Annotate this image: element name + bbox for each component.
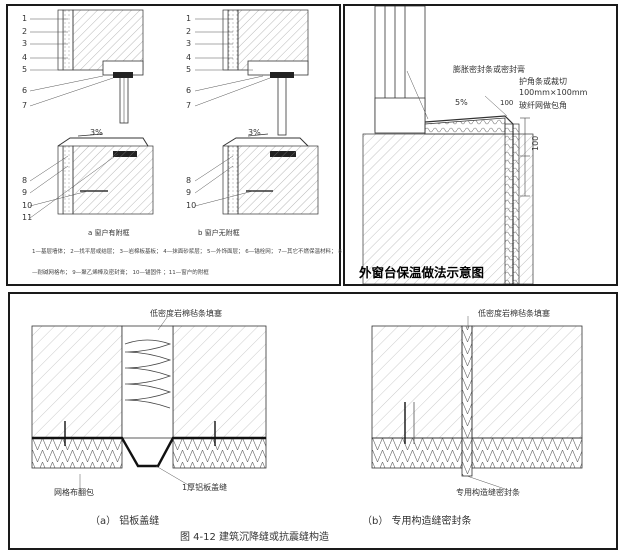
caption-b: b 窗户无附框 — [198, 229, 240, 237]
caption-joint-a: （a） 铝板盖缝 — [90, 516, 160, 527]
callout-number: 3 — [22, 39, 28, 48]
callout-number: 1 — [22, 14, 28, 23]
callout-number: 10 — [186, 201, 197, 210]
joint-a — [31, 315, 267, 489]
callout-number: 6 — [186, 86, 192, 95]
caption-a: a 窗户有附框 — [88, 229, 130, 237]
joint-section-drawing — [31, 315, 583, 490]
legend-line-1: 1—基层墙体； 2—找平层或结层； 3—岩棉板基板； 4—抹面砂浆层； 5—外饰… — [32, 249, 342, 255]
dim-100-side: 100 — [531, 135, 540, 151]
callout-number: 6 — [22, 86, 28, 95]
callout-number: 7 — [186, 101, 192, 110]
slope-label-a: 3% — [90, 128, 103, 137]
label-rockwool-b: 低密度岩棉毡条填塞 — [478, 309, 550, 318]
callout-number: 4 — [186, 53, 192, 62]
caption-joint-b: （b） 专用构造缝密封条 — [362, 516, 472, 527]
window-sill-drawing — [362, 6, 534, 284]
callout-number: 5 — [186, 65, 192, 74]
dim-100-top: 100 — [500, 99, 514, 107]
label-mesh-wrap-joint: 网格布翻包 — [54, 488, 94, 497]
joint-b — [371, 316, 583, 490]
sill-title: 外窗台保温做法示意图 — [359, 265, 485, 280]
label-seal: 膨胀密封条或密封膏 — [453, 65, 525, 74]
section-a — [29, 9, 154, 219]
panel-joint-detail: 低密度岩棉毡条填塞 低密度岩棉毡条填塞 网格布翻包 1厚铝板盖缝 专用构造缝密封… — [8, 292, 618, 550]
callout-number: 9 — [186, 188, 192, 197]
figure-caption: 图 4-12 建筑沉降缝或抗震缝构造 — [180, 532, 330, 543]
callout-number: 7 — [22, 101, 28, 110]
callout-number: 9 — [22, 188, 28, 197]
legend-line-2: —耐碱网格布； 9—聚乙烯棒及密封膏； 10—锚固件 ；11—窗户的附框 — [32, 270, 209, 276]
callout-number: 8 — [186, 176, 192, 185]
label-mesh-size: 100mm×100mm — [519, 88, 588, 97]
panel-window-sill: 膨胀密封条或密封膏 护角条或裁切 100mm×100mm 玻纤网做包角 5% 1… — [343, 4, 618, 286]
slope-label: 5% — [455, 98, 468, 107]
slope-label-b: 3% — [248, 128, 261, 137]
section-b — [194, 9, 319, 215]
label-mesh-wrap: 玻纤网做包角 — [519, 101, 567, 110]
callout-number: 1 — [186, 14, 192, 23]
label-rockwool-a: 低密度岩棉毡条填塞 — [150, 309, 222, 318]
callout-number: 3 — [186, 39, 192, 48]
callout-number: 4 — [22, 53, 28, 62]
callout-number: 2 — [22, 27, 28, 36]
label-aluminum-cover: 1厚铝板盖缝 — [182, 483, 228, 492]
label-trim: 护角条或裁切 — [519, 77, 567, 86]
callout-number: 8 — [22, 176, 28, 185]
callout-number: 5 — [22, 65, 28, 74]
callout-number: 10 — [22, 201, 33, 210]
callout-number: 2 — [186, 27, 192, 36]
callout-number: 11 — [22, 213, 33, 222]
label-sealing-strip: 专用构造缝密封条 — [456, 488, 520, 497]
window-section-drawing — [29, 9, 319, 219]
